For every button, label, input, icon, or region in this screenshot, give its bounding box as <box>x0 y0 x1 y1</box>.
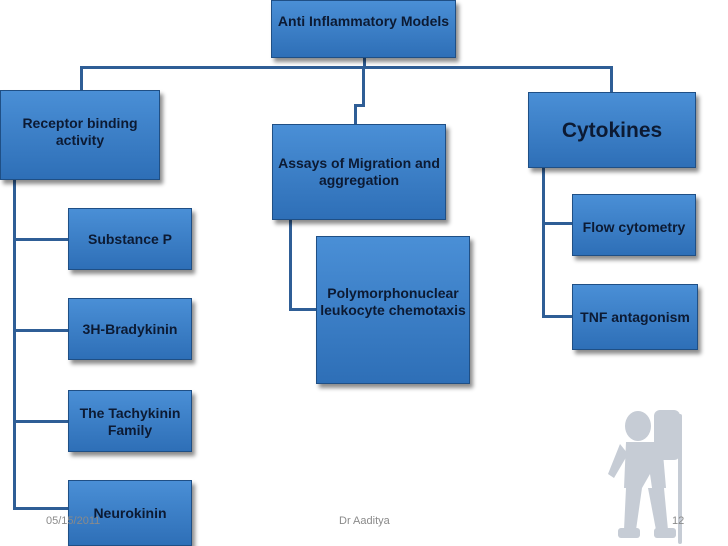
node-flow-cytometry: Flow cytometry <box>572 194 696 256</box>
hiker-silhouette-icon <box>608 410 682 544</box>
connector-center-down <box>354 104 357 124</box>
node-migration: Assays of Migration and aggregation <box>272 124 446 220</box>
connector-tnf <box>542 315 572 318</box>
node-root: Anti Inflammatory Models <box>271 0 456 58</box>
connector-polymorpho <box>289 308 319 311</box>
node-neurokinin: Neurokinin <box>68 480 192 546</box>
connector-migration-trunk <box>289 220 292 310</box>
node-migration-label: Assays of Migration and aggregation <box>278 155 440 188</box>
connector-flow <box>542 222 572 225</box>
connector-neurokinin <box>13 507 68 510</box>
node-flow-cytometry-label: Flow cytometry <box>582 219 686 235</box>
connector-bradykinin <box>13 329 68 332</box>
connector-cytokines-trunk <box>542 168 545 318</box>
connector-receptor-trunk <box>13 180 16 510</box>
footer-date: 05/15/2011 <box>46 515 101 527</box>
node-polymorphonuclear: Polymorphonuclear leukocyte chemotaxis <box>316 236 470 384</box>
node-bradykinin-label: 3H-Bradykinin <box>82 321 178 337</box>
node-substance-p: Substance P <box>68 208 192 270</box>
node-root-label: Anti Inflammatory Models <box>277 13 450 29</box>
connector-substance-p <box>13 238 68 241</box>
node-tnf-antagonism-label: TNF antagonism <box>580 309 690 325</box>
node-neurokinin-label: Neurokinin <box>93 505 167 521</box>
connector-tachykinin <box>13 420 68 423</box>
footer-author: Dr Aaditya <box>339 515 390 527</box>
connector-top-bar <box>80 66 613 69</box>
node-tachykinin: The Tachykinin Family <box>68 390 192 452</box>
node-substance-p-label: Substance P <box>87 231 173 247</box>
connector-left-drop <box>80 66 83 90</box>
node-bradykinin: 3H-Bradykinin <box>68 298 192 360</box>
node-receptor-binding-label: Receptor binding activity <box>22 115 138 148</box>
connector-root-down <box>363 58 366 68</box>
connector-center-drop <box>362 66 365 106</box>
node-receptor-binding: Receptor binding activity <box>0 90 160 180</box>
node-tnf-antagonism: TNF antagonism <box>572 284 698 350</box>
node-cytokines: Cytokines <box>528 92 696 168</box>
connector-right-drop <box>610 66 613 92</box>
footer-page-number: 12 <box>672 515 685 527</box>
node-polymorphonuclear-label: Polymorphonuclear leukocyte chemotaxis <box>320 285 466 318</box>
connector-center-join <box>354 104 365 107</box>
node-tachykinin-label: The Tachykinin Family <box>79 405 181 438</box>
node-cytokines-label: Cytokines <box>561 119 663 142</box>
